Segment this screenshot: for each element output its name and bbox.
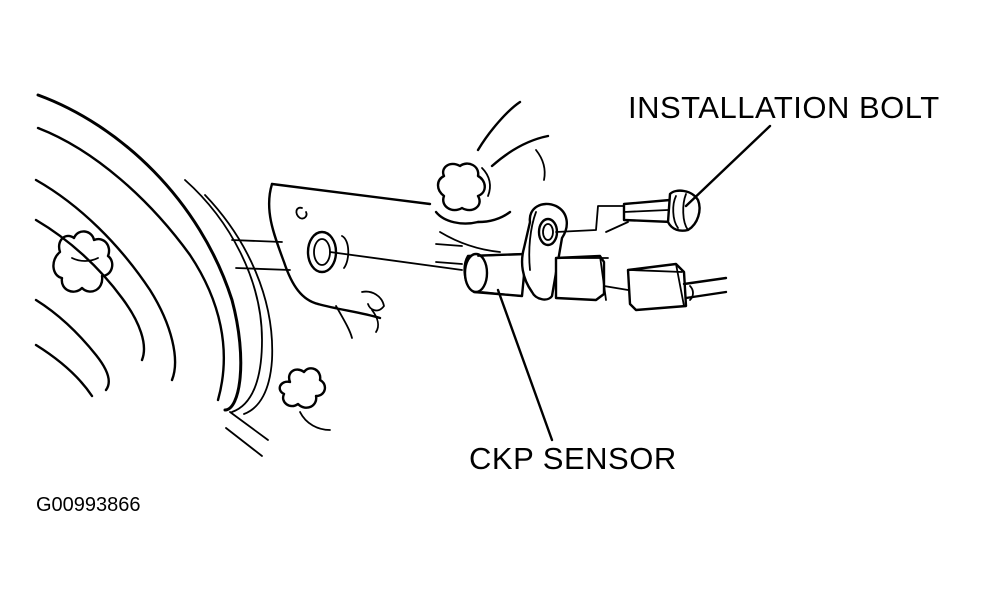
installation-bolt-label: INSTALLATION BOLT (628, 90, 940, 125)
ckp-sensor-label: CKP SENSOR (469, 441, 677, 476)
engine-casting (434, 100, 550, 253)
ckp-sensor (463, 202, 609, 302)
lower-casting (278, 367, 331, 431)
installation-bolt (622, 189, 701, 232)
installation-bolt-leader (684, 124, 772, 208)
figure-id-label: G00993866 (36, 494, 141, 516)
wiring-connector (603, 262, 728, 312)
alignment-lines (329, 243, 463, 271)
ckp-sensor-leader (496, 288, 554, 442)
bolt-alignment (555, 205, 629, 233)
crankshaft-lines (225, 239, 291, 457)
leader-lines (496, 124, 772, 442)
crankshaft-pulley (34, 93, 274, 415)
sensor-bracket (267, 182, 432, 339)
